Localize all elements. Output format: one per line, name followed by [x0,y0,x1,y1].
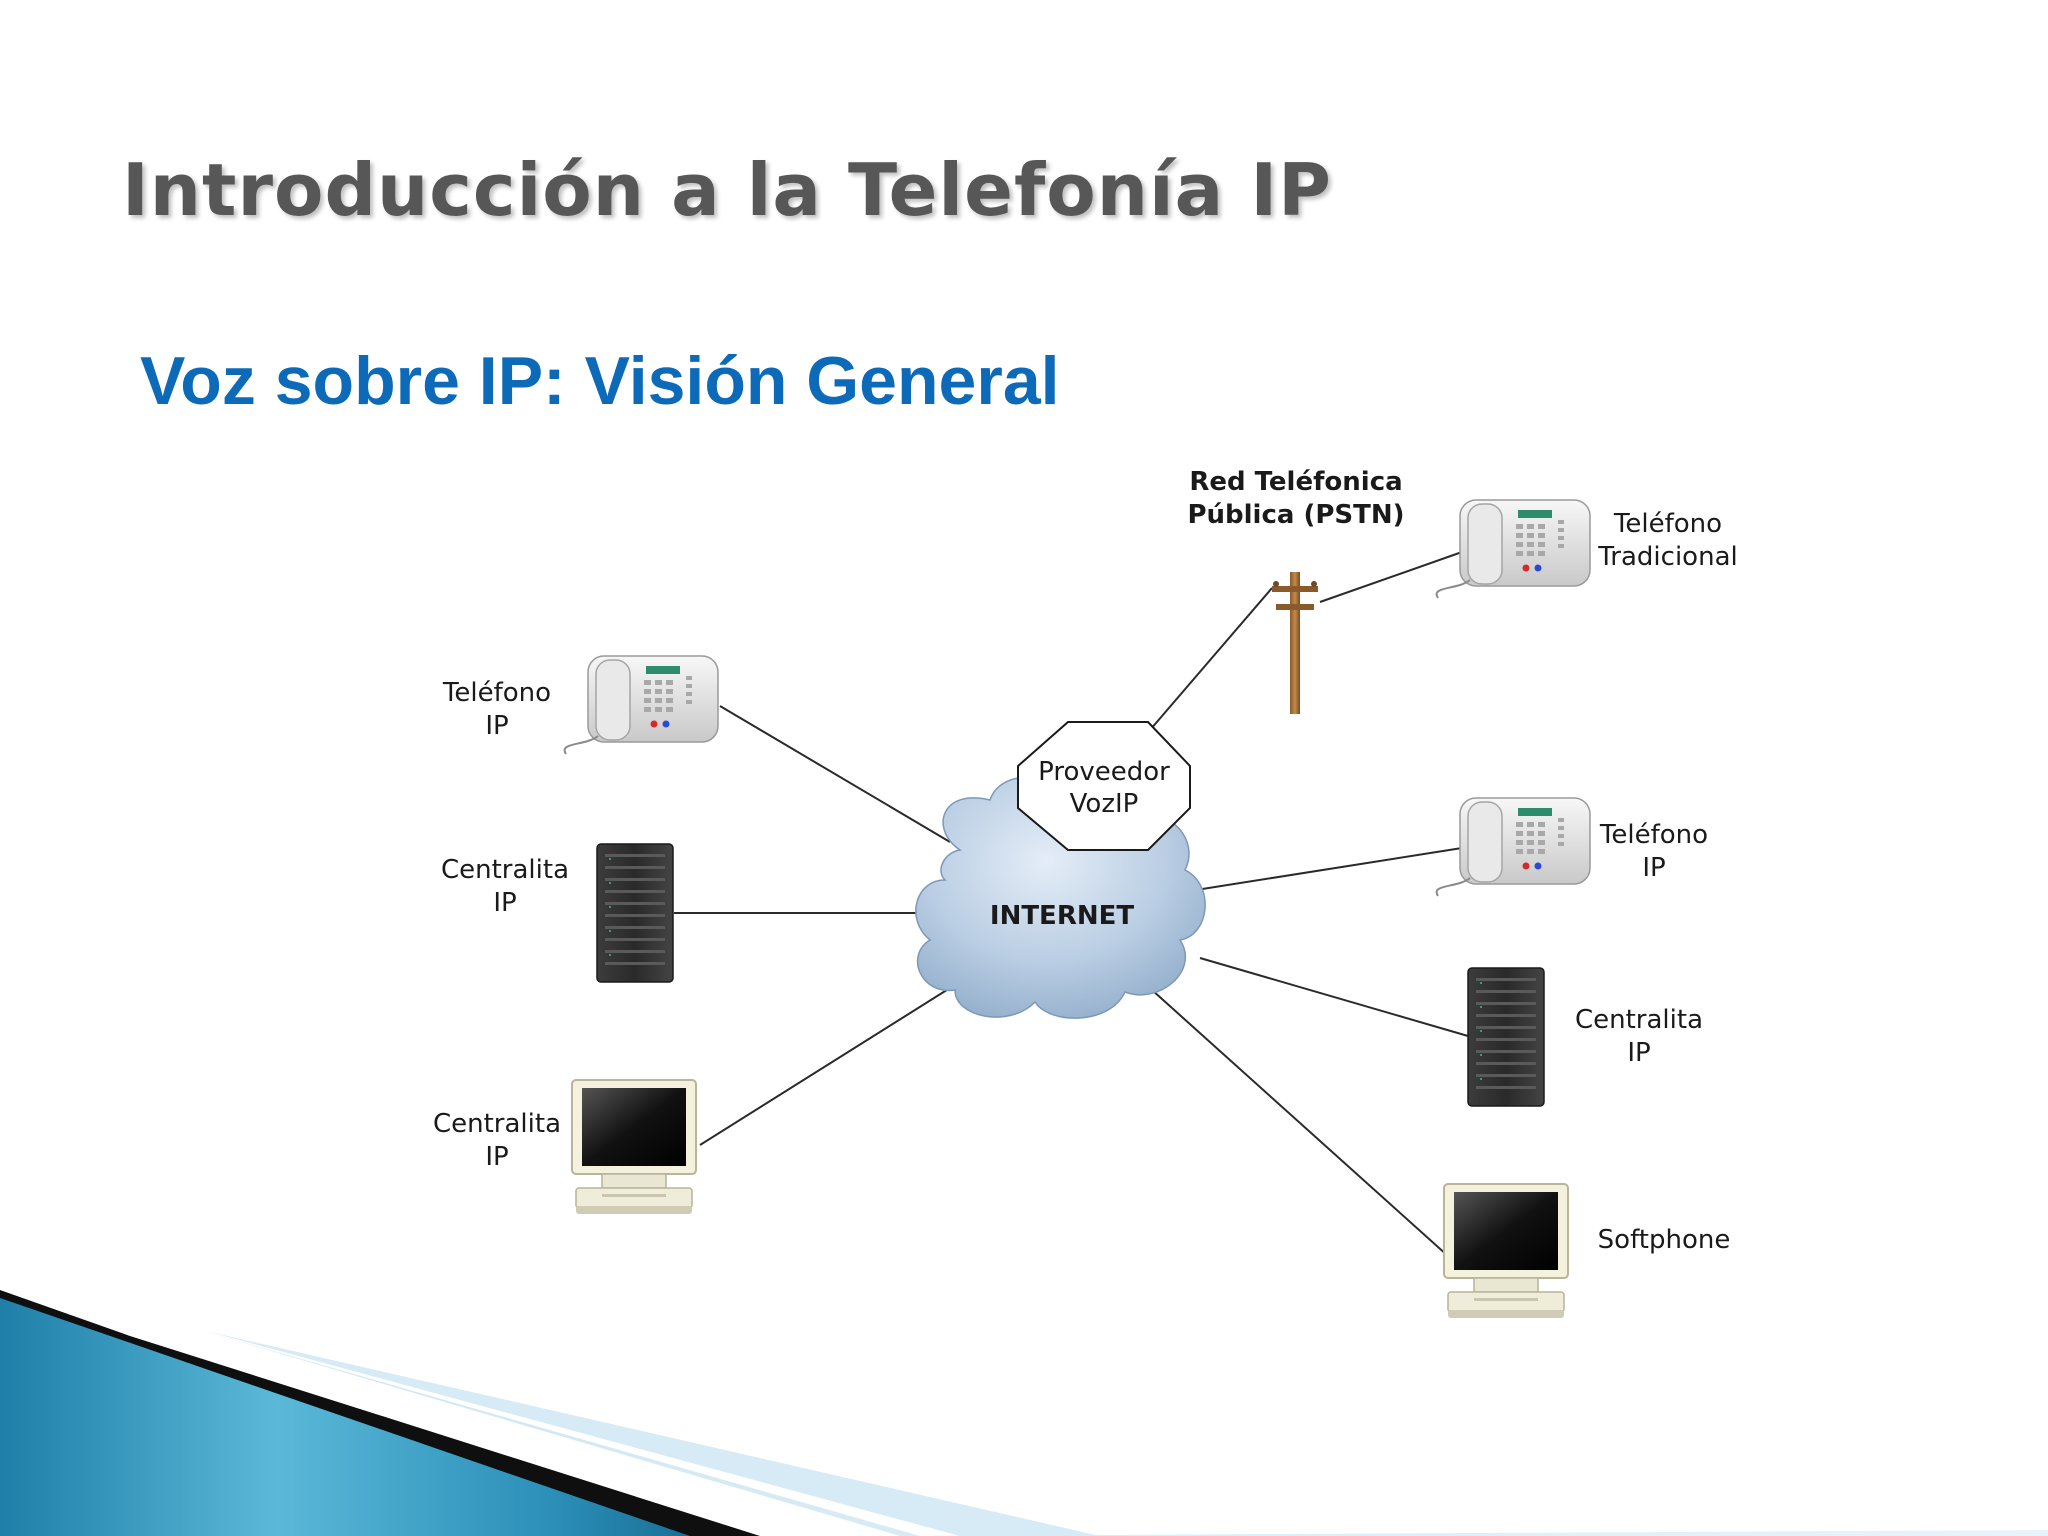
pstn-label-line1: Red Teléfonica [1189,467,1402,497]
link-right-phone [1195,847,1463,891]
link-softphone [1151,989,1449,1257]
provider-label-line1: Proveedor [1038,757,1170,787]
telephone-pole-icon [1272,572,1318,714]
provider-label-line2: VozIP [1070,789,1139,819]
link-left-phone [719,705,951,843]
connection-lines [674,551,1469,1257]
left-phone-label-line2: IP [485,711,508,741]
right-phone-label-line1: Teléfono [1599,820,1708,850]
right-phone-label-line2: IP [1642,853,1665,883]
left-pc-label-line1: Centralita [433,1109,561,1139]
left-pbx-label-line1: Centralita [441,855,569,885]
left-computer-icon [571,1079,697,1215]
link-left-pc [699,987,951,1146]
slide-title: Introducción a la Telefonía IP [122,148,1332,232]
left-pbx-icon [596,843,674,983]
right-ip-phone-icon [1435,797,1591,897]
left-phone-label-line1: Teléfono [442,678,551,708]
traditional-phone-label-line1: Teléfono [1613,509,1722,539]
decor-light-band-2 [210,1332,1100,1536]
traditional-phone-icon [1435,499,1591,599]
softphone-computer-icon [1443,1183,1569,1319]
slide-subtitle: Voz sobre IP: Visión General [140,343,1060,419]
left-pc-label-line2: IP [485,1142,508,1172]
left-pbx-label-line2: IP [493,888,516,918]
provider-octagon [1017,721,1191,851]
internet-label: INTERNET [990,901,1134,931]
pstn-label-line2: Pública (PSTN) [1187,500,1404,530]
link-pstn [1149,587,1273,731]
right-pbx-label-line1: Centralita [1575,1005,1703,1035]
link-traditional-phone [1319,551,1463,603]
right-pbx-label-line2: IP [1627,1038,1650,1068]
decor-blue-band [0,1298,690,1536]
softphone-label: Softphone [1598,1225,1731,1255]
right-pbx-icon [1467,967,1545,1107]
left-ip-phone-icon [563,655,719,755]
link-right-pbx [1199,957,1469,1037]
traditional-phone-label-line2: Tradicional [1597,542,1737,572]
